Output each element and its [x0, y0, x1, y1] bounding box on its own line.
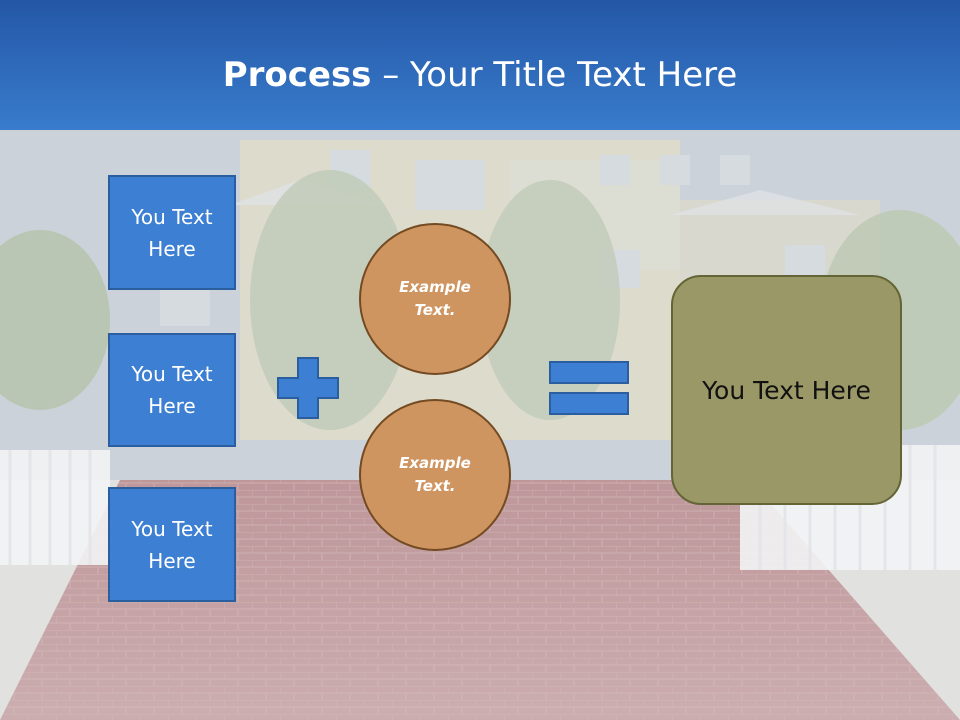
result-box: You Text Here [671, 275, 902, 505]
title-bold: Process [222, 55, 372, 95]
operand-circle-2: Example Text. [359, 399, 511, 551]
input-box-2: You Text Here [108, 333, 236, 447]
equals-icon [549, 361, 629, 415]
plus-icon [277, 357, 339, 419]
title-rest: – Your Title Text Here [371, 55, 738, 95]
input-box-3: You Text Here [108, 487, 236, 602]
operand-circle-1: Example Text. [359, 223, 511, 375]
input-box-1: You Text Here [108, 175, 236, 290]
page-title: Process – Your Title Text Here [0, 52, 960, 98]
